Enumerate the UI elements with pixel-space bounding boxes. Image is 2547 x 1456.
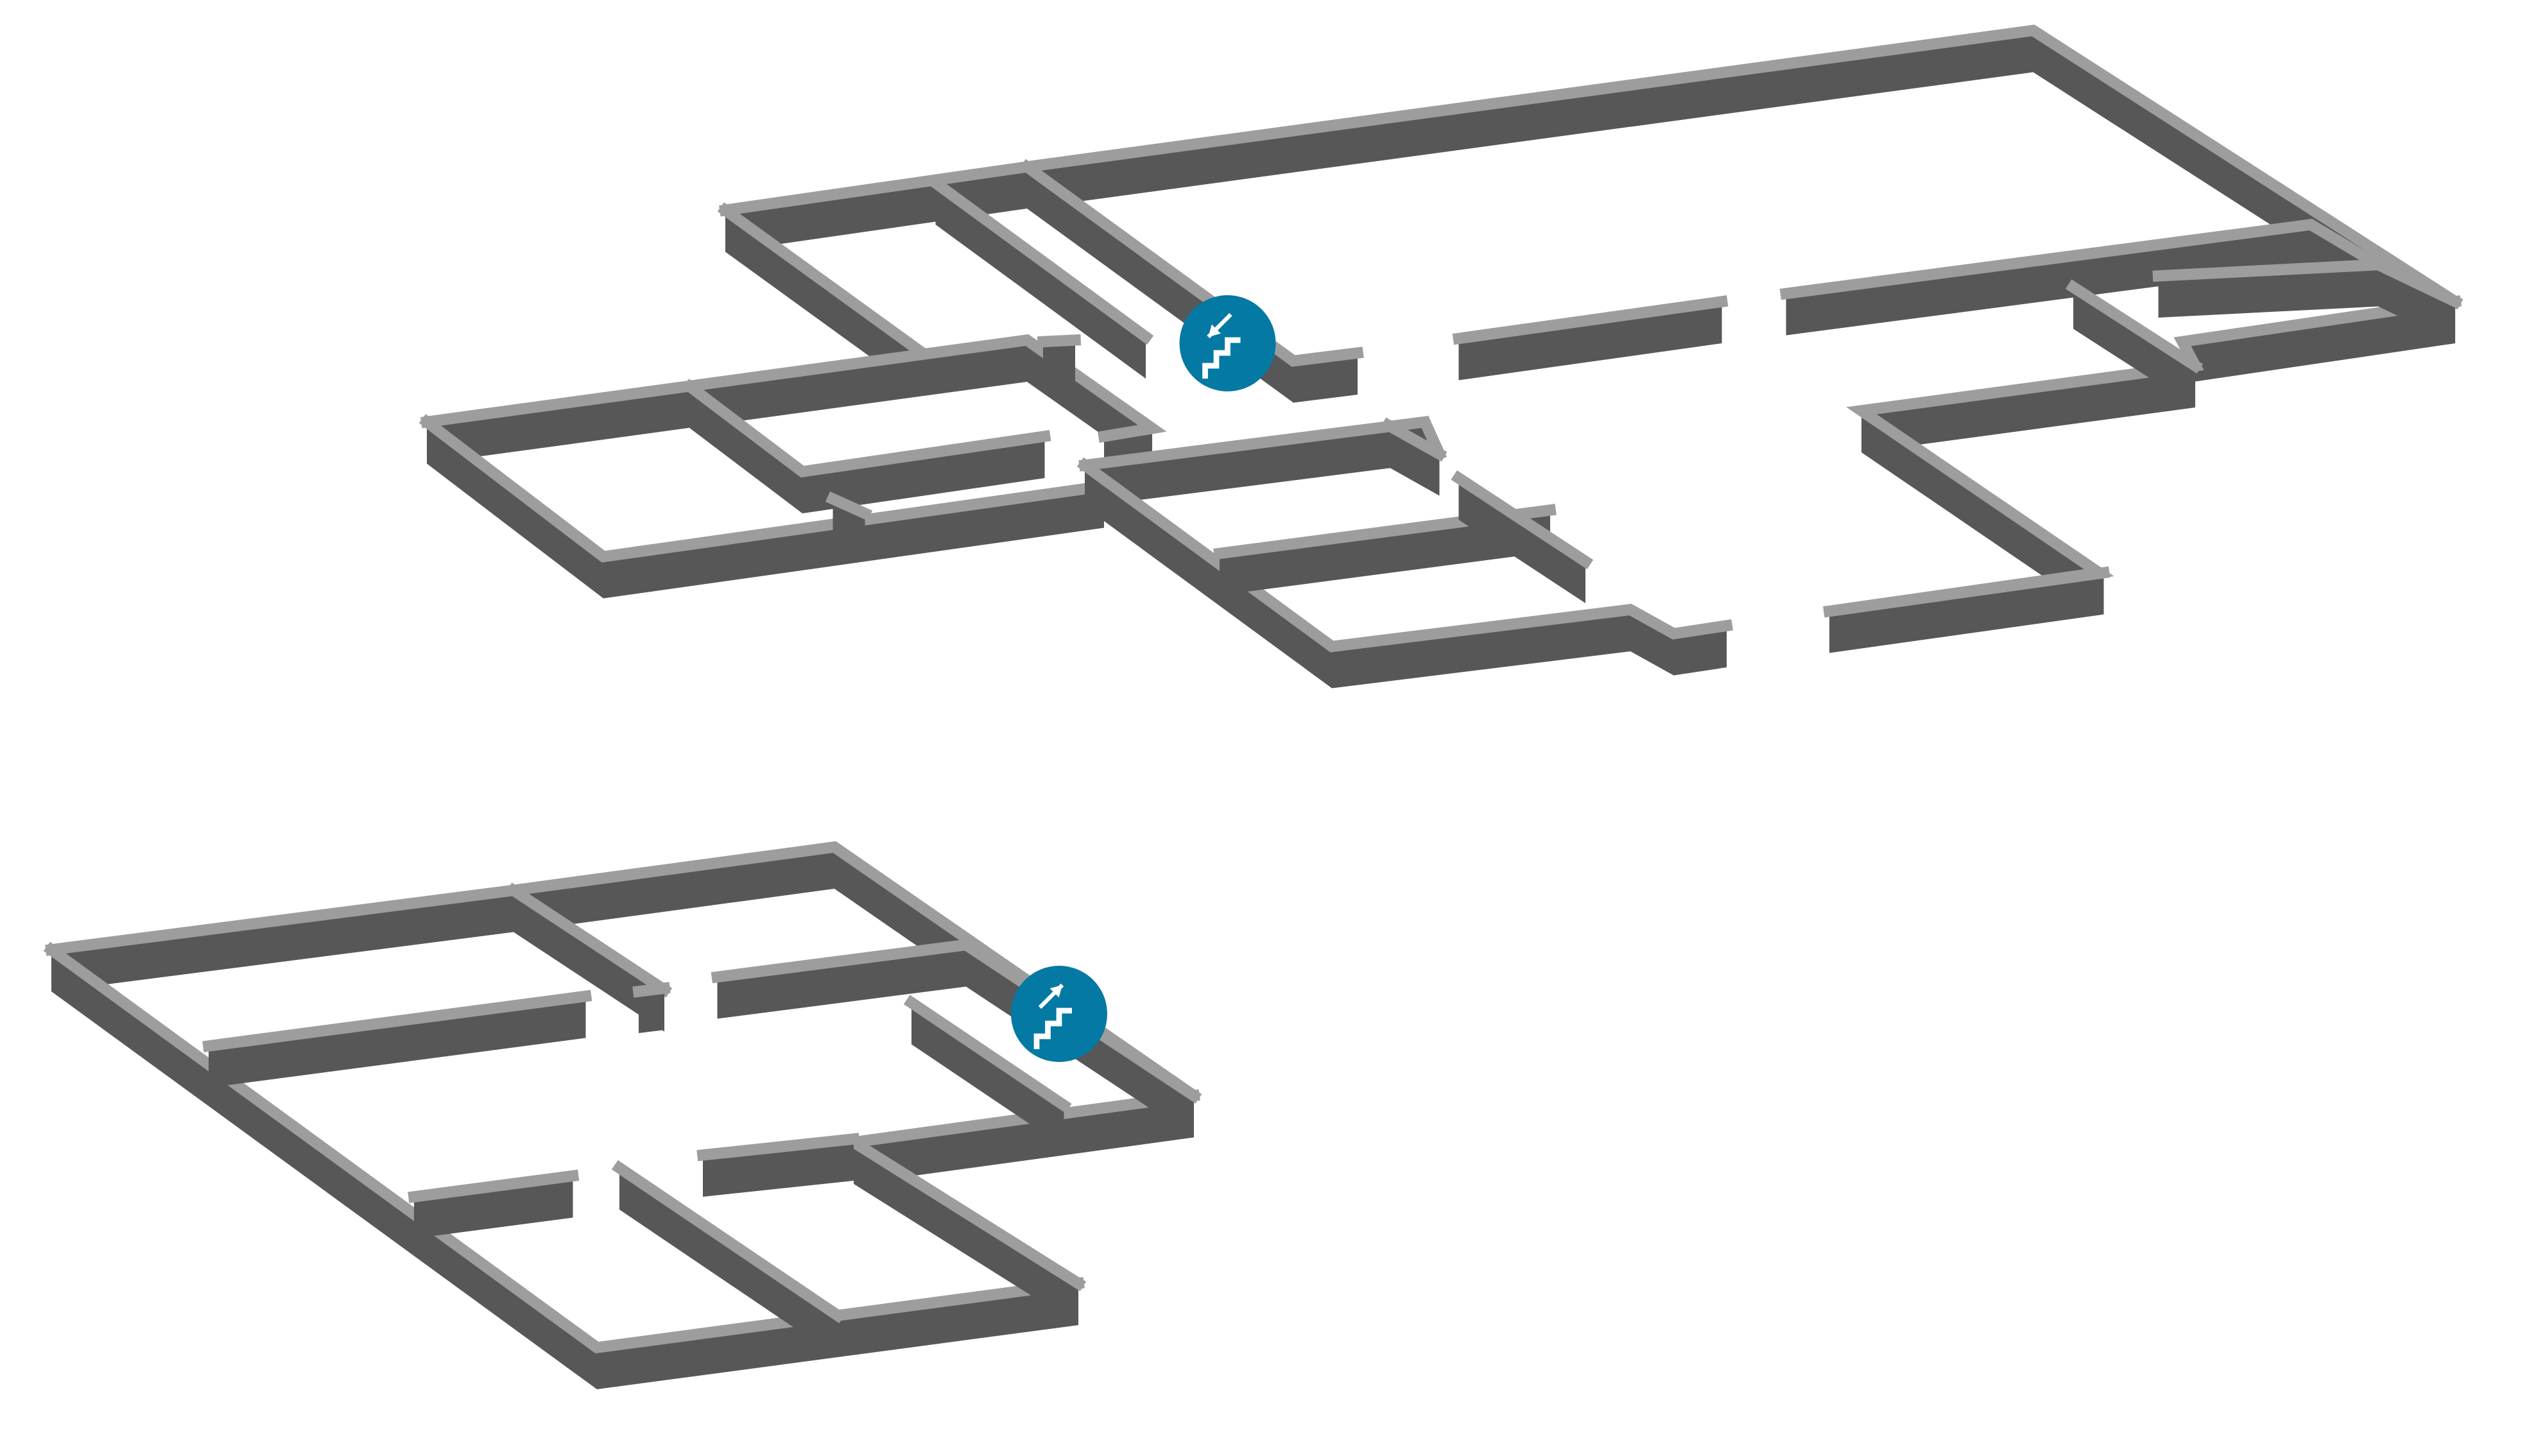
upper-floor-plan <box>419 24 2464 689</box>
wall-top <box>928 175 1154 345</box>
wall-face <box>717 945 966 1019</box>
wall-top <box>903 995 1072 1113</box>
wall-face <box>1861 366 2195 452</box>
wall-face <box>690 386 802 513</box>
wall-top <box>2065 279 2204 374</box>
wall-face <box>935 183 1146 379</box>
wall-top <box>1037 334 1082 348</box>
upper-west-post <box>1037 334 1082 384</box>
wall-face <box>1458 478 1585 603</box>
wall-top <box>682 379 1051 478</box>
upper-room-cut <box>825 491 873 555</box>
wall-face <box>1786 225 2311 336</box>
lower-inner-n1 <box>505 882 673 1032</box>
wall-face <box>2378 264 2455 343</box>
wall-face <box>1027 30 2033 209</box>
wall-face <box>514 890 664 1032</box>
wall-face <box>1043 340 1075 384</box>
wall-face <box>1388 425 1440 496</box>
upper-inner-ne <box>2065 279 2204 407</box>
lower-inner-diag <box>903 995 1072 1147</box>
lower-post <box>632 982 671 1033</box>
wall-face <box>51 950 597 1389</box>
wall-face <box>514 847 834 932</box>
wall-face <box>854 1095 1194 1184</box>
wall-top <box>611 1160 846 1324</box>
upper-center-right <box>1451 470 1594 603</box>
wall-top <box>1019 158 1364 367</box>
lower-inner-s2 <box>611 1160 846 1357</box>
lower-outer-east <box>837 1089 1200 1325</box>
wall-top <box>717 202 926 358</box>
wall-top <box>1452 295 1729 345</box>
wall-face <box>802 436 1045 513</box>
wall-face <box>427 340 1027 464</box>
upper-west-inner <box>682 379 1051 513</box>
upper-diag-1 <box>717 202 926 391</box>
wall-face <box>1861 411 2099 615</box>
wall-face <box>619 1168 838 1357</box>
wall-top <box>711 939 1202 1104</box>
wall-face <box>639 988 664 1033</box>
wall-top <box>1078 416 1447 472</box>
upper-center-step <box>1380 417 1447 496</box>
upper-center-diag <box>1076 457 1733 689</box>
wall-face <box>854 1142 1078 1325</box>
upper-diag-2 <box>928 175 1154 379</box>
lower-floor-plan <box>43 841 1202 1389</box>
wall-top <box>2152 259 2463 309</box>
wall-face <box>1085 465 1332 689</box>
wall-top <box>419 414 1110 563</box>
wall-face <box>911 1002 1064 1147</box>
lower-inner-s3 <box>696 1133 860 1197</box>
stair-marker-lower <box>1011 966 1107 1062</box>
wall-face <box>1332 610 1630 689</box>
wall-face <box>1829 572 2104 653</box>
upper-corridor-south <box>1452 295 1729 381</box>
wall-face <box>1085 422 1425 507</box>
wall-face <box>725 210 918 391</box>
stair-markers <box>1011 295 1276 1062</box>
stairs-up-icon <box>1033 983 1072 1049</box>
upper-east-room <box>2152 259 2463 343</box>
wall-face <box>51 890 514 991</box>
wall-top <box>1451 470 1594 570</box>
wall-top <box>1823 566 2111 618</box>
wall-face <box>1673 626 1727 676</box>
wall-face <box>1458 302 1722 381</box>
wall-top <box>408 1169 580 1203</box>
wall-top <box>505 882 673 998</box>
wall-face <box>2073 287 2195 407</box>
wall-face <box>1293 353 1358 403</box>
wall-face <box>2182 302 2455 384</box>
stairs-down-icon <box>1202 313 1241 379</box>
wall-top <box>420 334 1167 443</box>
wall-top <box>1779 218 2386 300</box>
wall-face <box>1630 610 1674 676</box>
wall-top <box>719 24 2464 310</box>
upper-south-right <box>1823 566 2111 653</box>
wall-face <box>1220 510 1550 595</box>
wall-top <box>632 982 671 998</box>
lower-inner-s1 <box>408 1169 580 1238</box>
stair-marker-upper <box>1179 295 1276 391</box>
wall-top <box>696 1133 860 1161</box>
wall-top <box>202 989 592 1052</box>
lower-inner-w1 <box>202 989 592 1088</box>
wall-top <box>825 491 873 521</box>
wall-face <box>427 422 603 599</box>
wall-top <box>1380 417 1447 462</box>
wall-face <box>209 996 586 1088</box>
